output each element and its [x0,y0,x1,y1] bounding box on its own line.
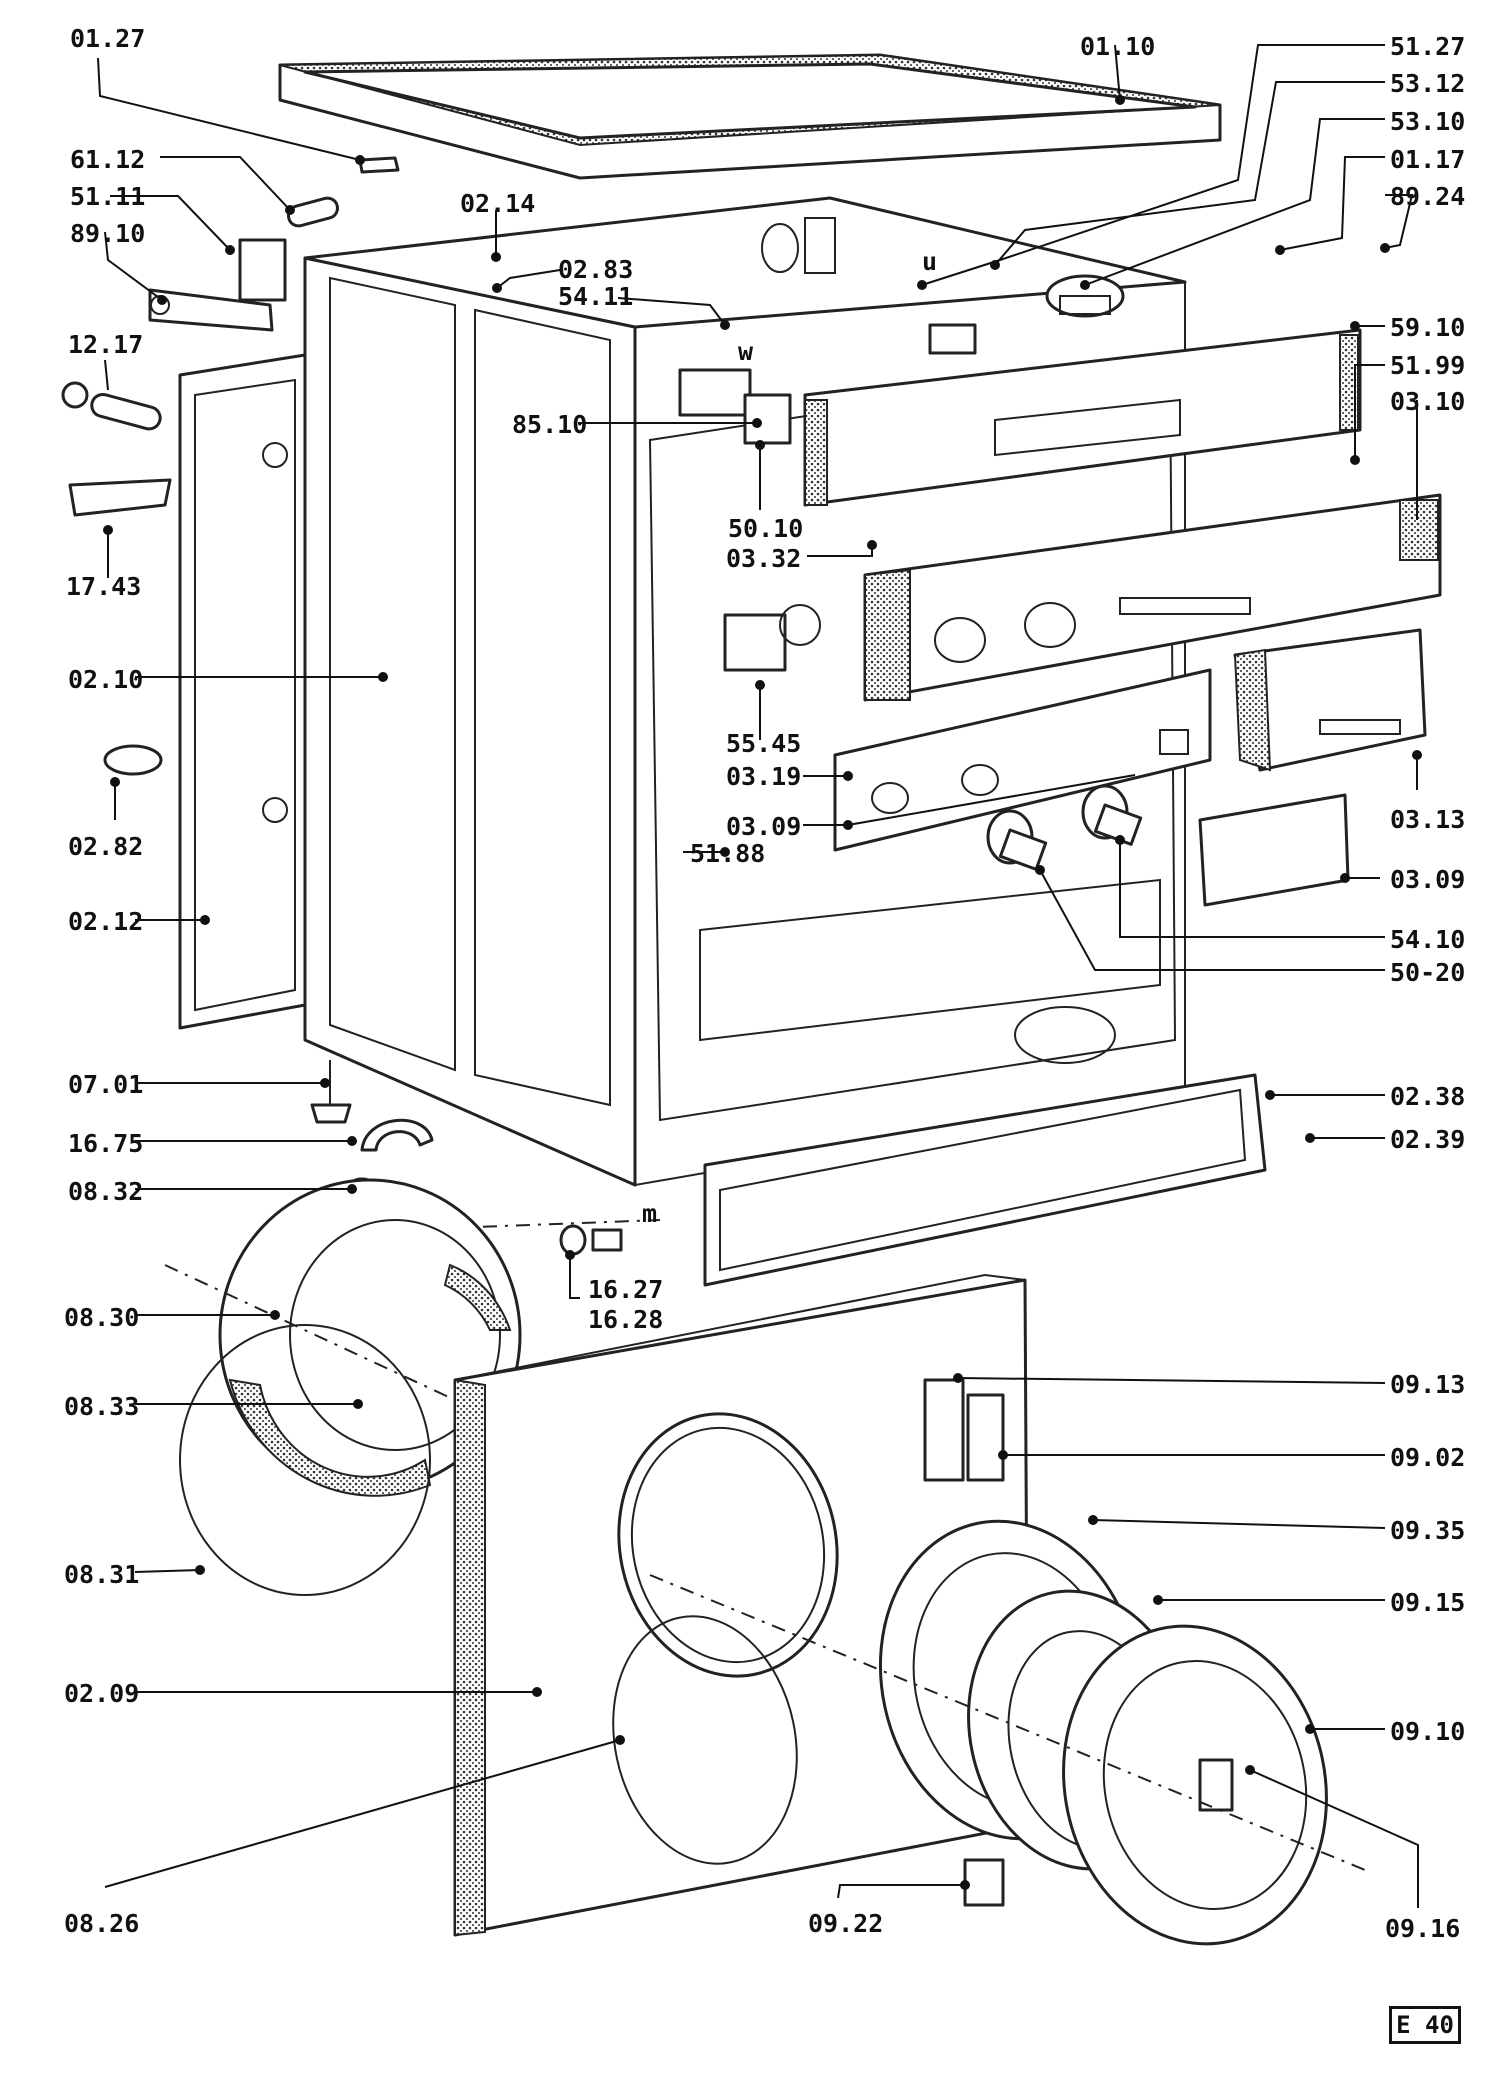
door-gasket-ring [612,1615,798,1865]
knob-right [1081,784,1143,846]
transport-bracket [148,288,274,332]
cable-grommet [61,381,162,431]
sheet-tag: E 40 [1389,2006,1461,2044]
leader-dots [103,95,1422,1890]
callout-0110: 01.10 [1080,32,1155,61]
door-hinge [963,1858,1005,1907]
control-panel-fascia [863,493,1442,702]
letter-m: m [642,1199,657,1228]
callout-5020: 50-20 [1390,958,1465,987]
door-lock [923,1378,1005,1482]
callout-0212: 02.12 [68,907,143,936]
callout-8910: 89.10 [70,219,145,248]
hose-clip [68,478,172,517]
plinth [703,1073,1267,1287]
callout-0283: 02.83 [558,255,633,284]
callout-0910: 09.10 [1390,1717,1465,1746]
door-bellows [218,1178,522,1497]
callout-0831: 08.31 [64,1560,139,1589]
callout-0214: 02.14 [460,189,535,218]
selector-switch [723,604,821,672]
callout-0826: 08.26 [64,1909,139,1938]
callout-0209: 02.09 [64,1679,139,1708]
callout-5410: 54.10 [1390,925,1465,954]
suppressor [287,196,339,228]
callout-0915: 09.15 [1390,1588,1465,1617]
callout-1628: 16.28 [588,1305,663,1334]
callout-0916: 09.16 [1385,1914,1460,1943]
rear-panel [178,353,307,1030]
callout-0913: 09.13 [1390,1370,1465,1399]
callout-5310: 53.10 [1390,107,1465,136]
callout-5010: 50.10 [728,514,803,543]
callout-labels: 01.27 01.10 51.27 53.12 53.10 01.17 89.2… [64,24,1465,1943]
callout-0332: 03.32 [726,544,801,573]
callout-5199: 51.99 [1390,351,1465,380]
callout-5312: 53.12 [1390,69,1465,98]
rating-label-plate [1198,793,1350,907]
callout-0832: 08.32 [68,1177,143,1206]
door-axis [164,1264,1366,1871]
callout-0319: 03.19 [726,762,801,791]
foot-bracket [103,744,163,776]
pump-fittings [449,1219,661,1256]
programme-timer [1045,274,1125,318]
callout-1627: 16.27 [588,1275,663,1304]
front-panel [453,1273,1030,1937]
callout-6112: 61.12 [70,145,145,174]
adjustable-foot [310,1060,352,1124]
letter-u: u [922,247,937,276]
callout-1743: 17.43 [66,572,141,601]
callout-0830: 08.30 [64,1303,139,1332]
callout-0127: 01.27 [70,24,145,53]
callout-0833: 08.33 [64,1392,139,1421]
callout-0210: 02.10 [68,665,143,694]
callout-8510: 85.10 [512,410,587,439]
callout-0902: 09.02 [1390,1443,1465,1472]
terminal-block [238,238,287,302]
callout-1217: 12.17 [68,330,143,359]
control-panel-frame [803,328,1362,507]
callout-0282: 02.82 [68,832,143,861]
panel-inner-plate [833,668,1212,852]
leader-lines [97,44,1419,1908]
door-lock-module [678,368,792,445]
callout-1675: 16.75 [68,1129,143,1158]
callout-5411: 54.11 [558,282,633,311]
callout-0313: 03.13 [1390,805,1465,834]
callout-5545: 55.45 [726,729,801,758]
pressure-switch [928,323,977,355]
callout-8924: 89.24 [1390,182,1465,211]
callout-5111: 51.11 [70,182,145,211]
top-cover [278,53,1222,180]
callout-5910: 59.10 [1390,313,1465,342]
callout-5188: 51.88 [690,839,765,868]
callout-0922: 09.22 [808,1909,883,1938]
letter-w: w [738,337,754,366]
callout-0310: 03.10 [1390,387,1465,416]
callout-0935: 09.35 [1390,1516,1465,1545]
callout-5127: 51.27 [1390,32,1465,61]
cabinet-side-panel [303,256,637,1187]
drain-hose-bend [360,1118,434,1152]
callout-0309-plate: 03.09 [1390,865,1465,894]
callout-0309-inner: 03.09 [726,812,801,841]
bellows-clamp [179,1324,431,1596]
detergent-drawer [1233,628,1427,772]
lid-hinge [358,156,400,174]
callout-0701: 07.01 [68,1070,143,1099]
callout-0238: 02.38 [1390,1082,1465,1111]
knob-left [986,809,1048,871]
callout-0117: 01.17 [1390,145,1465,174]
callout-0239: 02.39 [1390,1125,1465,1154]
door-outer-frame [1062,1624,1328,1946]
